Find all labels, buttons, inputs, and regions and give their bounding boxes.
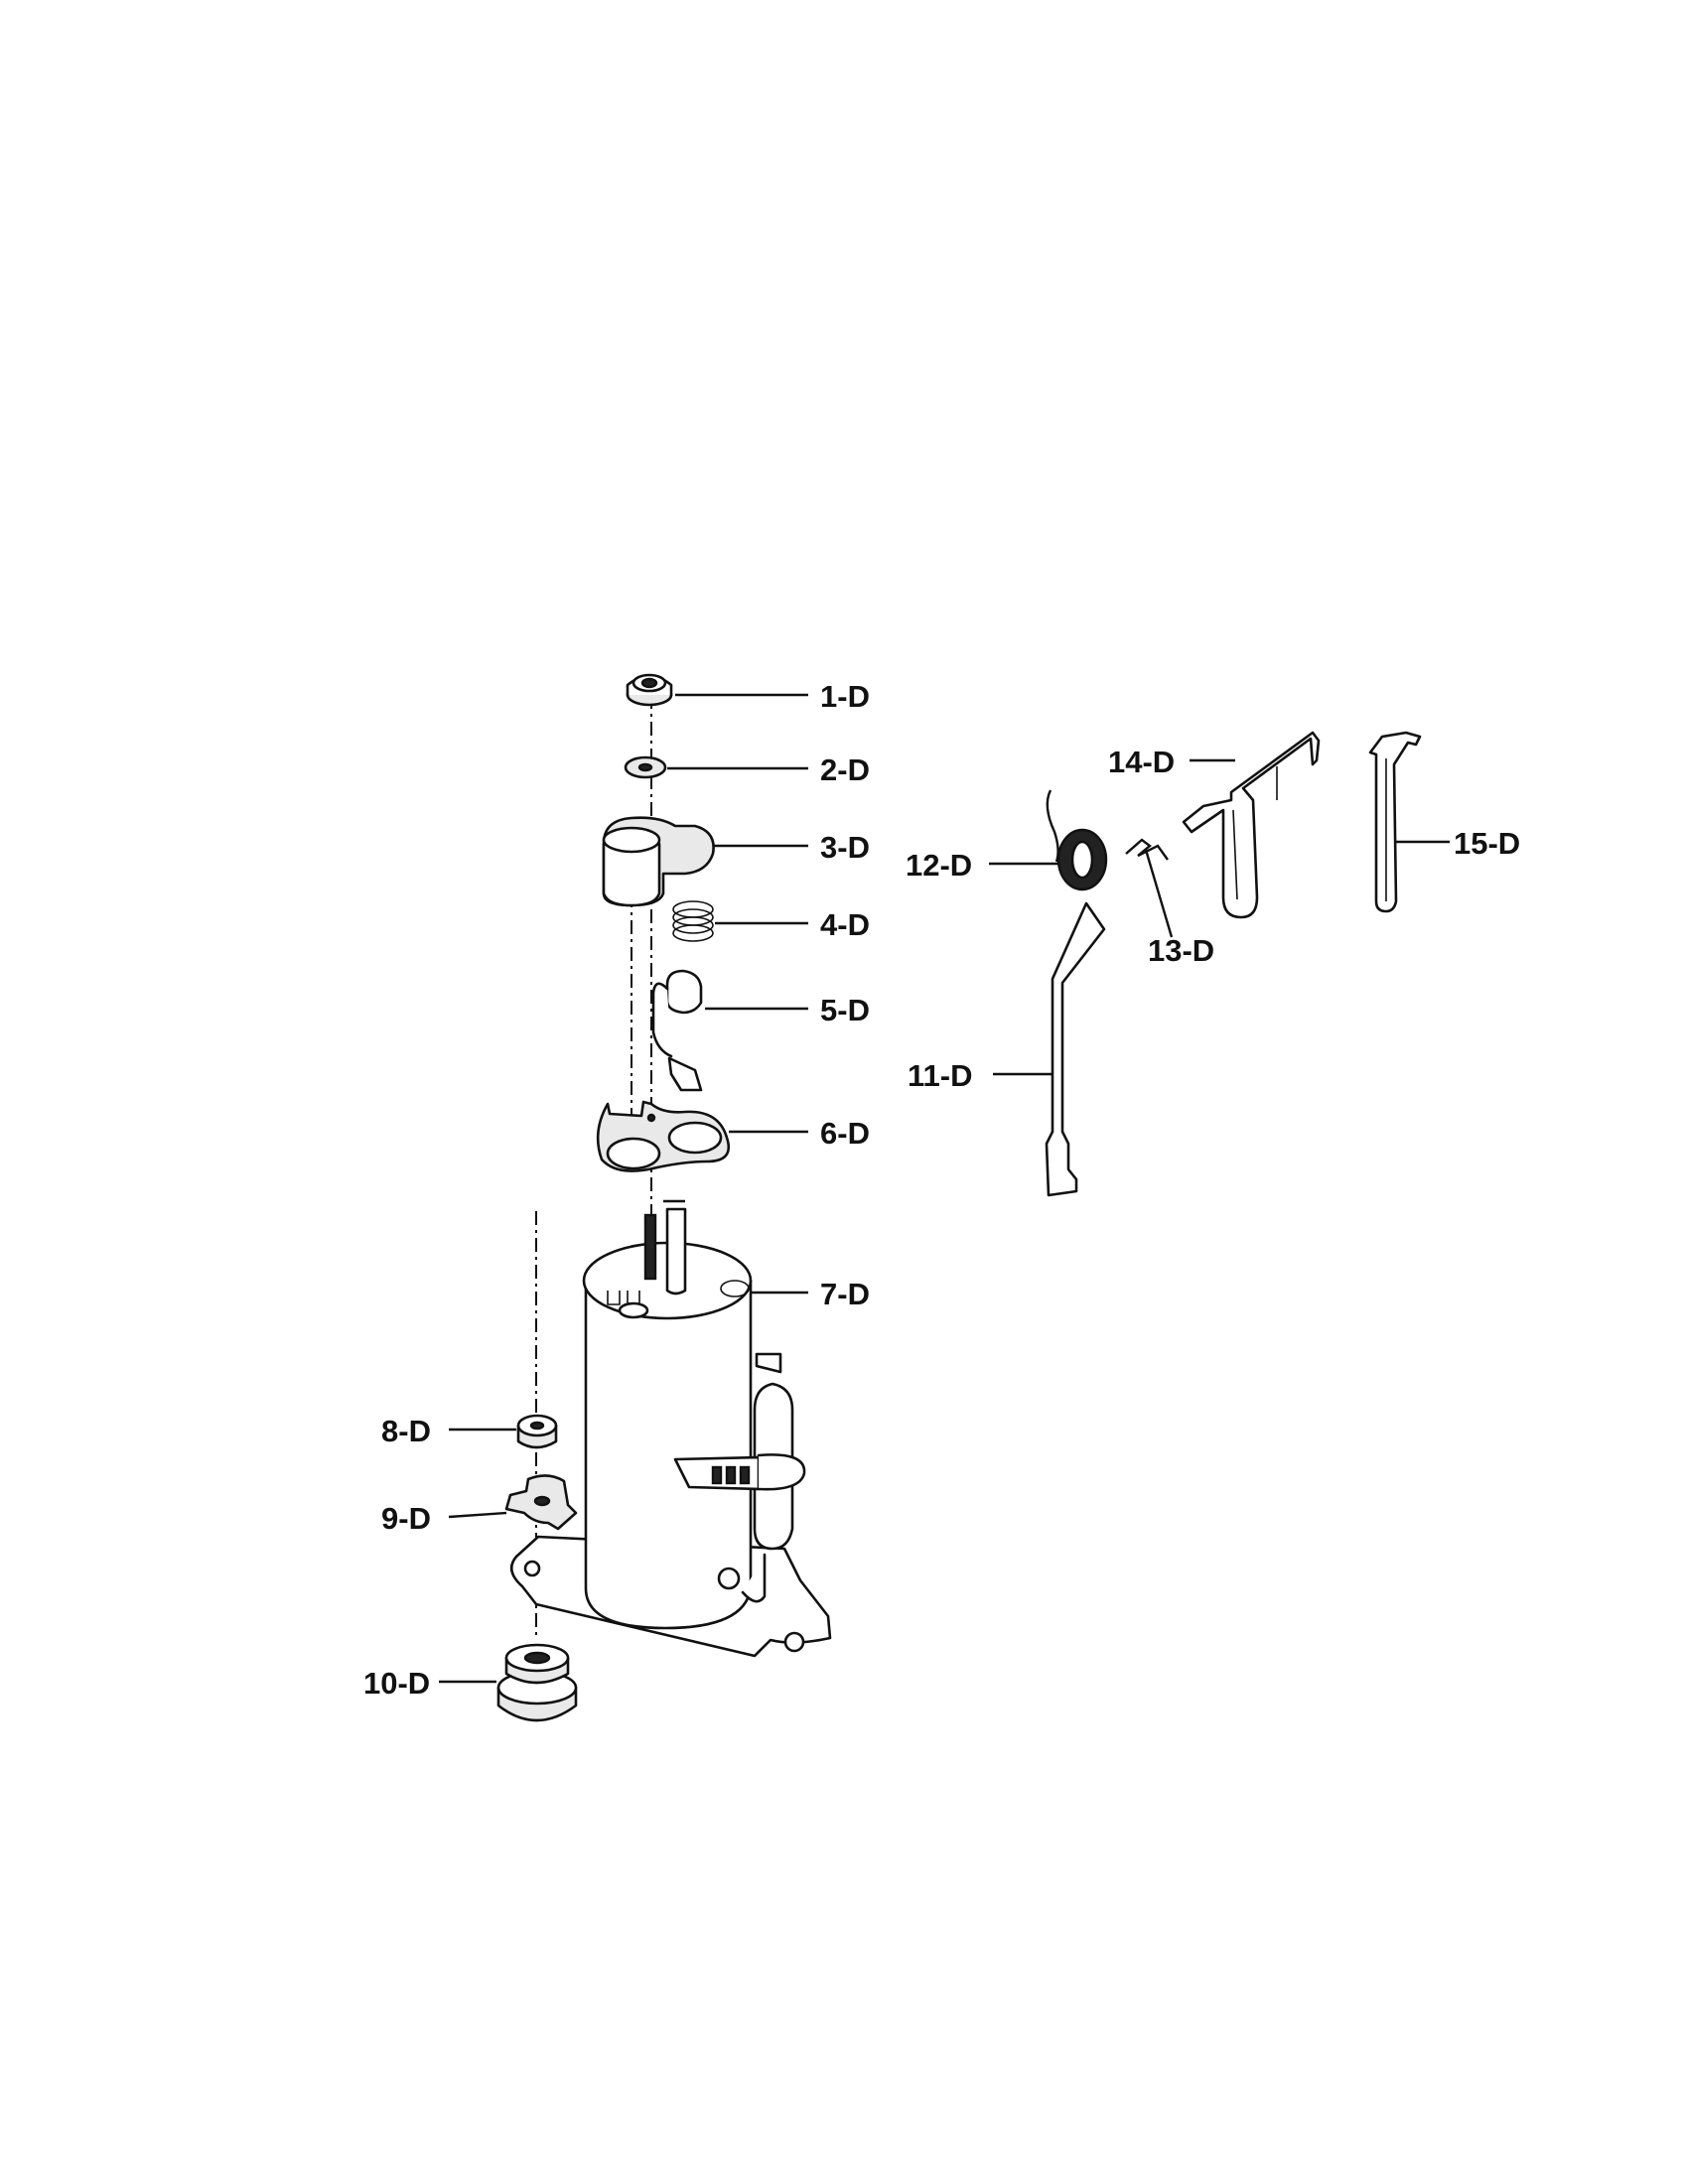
part-9d-bracket <box>504 1474 578 1531</box>
callout-13d: 13-D <box>1148 933 1214 968</box>
callout-1d: 1-D <box>820 679 870 714</box>
callout-12d: 12-D <box>906 848 972 883</box>
part-4d-spring <box>672 900 714 942</box>
callout-15d: 15-D <box>1454 826 1520 861</box>
callout-6d: 6-D <box>820 1116 870 1151</box>
part-5d-overload-protector <box>651 969 703 1092</box>
callout-5d: 5-D <box>820 993 870 1027</box>
callout-8d: 8-D <box>381 1414 431 1448</box>
callout-7d: 7-D <box>820 1277 870 1311</box>
callout-3d: 3-D <box>820 830 870 865</box>
part-11d-capillary-tube <box>1045 901 1106 1197</box>
part-14d-fusible-tube <box>1182 731 1321 919</box>
callout-4d: 4-D <box>820 907 870 942</box>
part-2d-washer <box>624 755 667 779</box>
callout-9d: 9-D <box>381 1501 431 1536</box>
part-10d-grommet <box>496 1643 578 1722</box>
callout-labels: 1-D 2-D 3-D 4-D 5-D 6-D 7-D 8-D 9-D 10-D… <box>363 679 1520 1701</box>
part-6d-gasket-plate <box>596 1100 731 1172</box>
part-1d-cap-nut <box>626 673 673 707</box>
part-7d-compressor <box>509 1199 832 1658</box>
part-3d-terminal-cover <box>602 816 715 907</box>
part-15d-loop-tube <box>1368 731 1422 913</box>
callout-2d: 2-D <box>820 752 870 787</box>
part-13d-clip <box>1125 838 1169 861</box>
part-8d-nut <box>516 1414 558 1449</box>
callout-11d: 11-D <box>908 1058 972 1093</box>
leader-lines <box>439 693 1450 1684</box>
part-12d-coil <box>1046 789 1108 891</box>
callout-10d: 10-D <box>363 1666 430 1701</box>
callout-14d: 14-D <box>1108 745 1175 779</box>
